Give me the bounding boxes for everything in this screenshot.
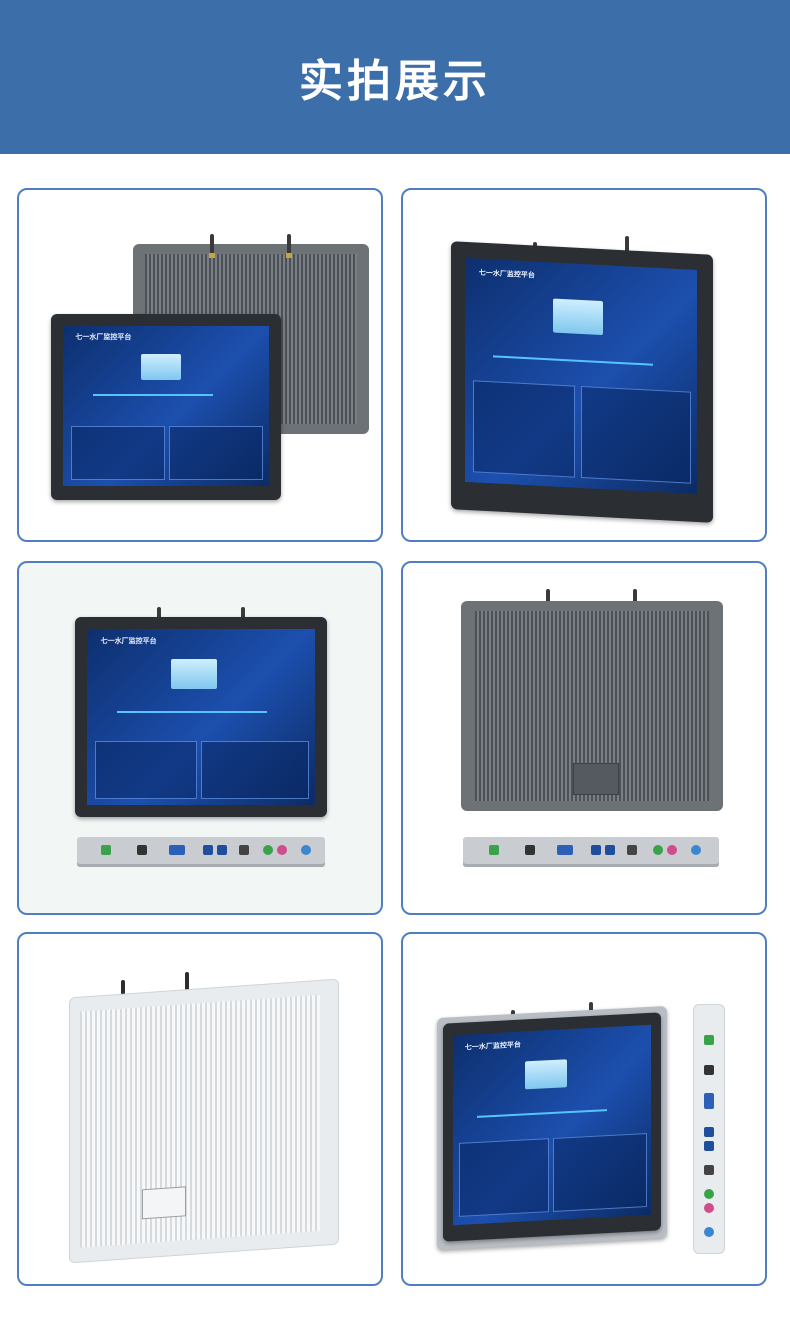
gallery-tile-3[interactable]: 七一水厂监控平台 [17, 561, 383, 915]
device-back-panel [461, 601, 723, 811]
water-tank [171, 659, 217, 689]
monitor-screen: 七一水厂监控平台 [63, 326, 269, 486]
panel-pc-front: 七一水厂监控平台 [75, 617, 327, 817]
ethernet-port-icon [239, 845, 249, 855]
water-tank [141, 354, 181, 380]
screen-title: 七一水厂监控平台 [75, 333, 132, 342]
vga-port-icon [169, 845, 185, 855]
water-tank [553, 298, 603, 336]
screen-title: 七一水厂监控平台 [100, 637, 157, 646]
vga-port-icon [557, 845, 573, 855]
panel-pc-front: 七一水厂监控平台 [451, 241, 713, 523]
gallery-tile-4[interactable] [401, 561, 767, 915]
antenna-icon [209, 234, 215, 258]
device-back-panel [69, 978, 339, 1264]
audio-port-icon [277, 845, 287, 855]
ethernet-port-icon [704, 1165, 714, 1175]
panel-pc-front: 七一水厂监控平台 [51, 314, 281, 500]
history-panel [473, 380, 575, 478]
pipe [477, 1109, 607, 1118]
alarm-panel [169, 426, 263, 480]
gallery-tile-2[interactable]: 七一水厂监控平台 [401, 188, 767, 542]
power-terminal-icon [704, 1035, 714, 1045]
power-button-icon [301, 845, 311, 855]
screen-title: 七一水厂监控平台 [478, 268, 535, 280]
pipe [493, 355, 653, 366]
screen-title: 七一水厂监控平台 [464, 1040, 521, 1052]
antenna-icon [286, 234, 292, 258]
water-tank [525, 1059, 567, 1090]
header-banner: 实拍展示 [0, 0, 790, 154]
usb-port-icon [605, 845, 615, 855]
monitor-screen: 七一水厂监控平台 [465, 257, 697, 495]
io-port-strip [77, 837, 325, 867]
monitor-screen: 七一水厂监控平台 [453, 1024, 651, 1226]
io-port-strip [463, 837, 719, 867]
gallery-tile-1[interactable]: 七一水厂监控平台 [17, 188, 383, 542]
audio-port-icon [263, 845, 273, 855]
monitor-screen: 七一水厂监控平台 [87, 629, 315, 805]
usb-port-icon [591, 845, 601, 855]
audio-port-icon [653, 845, 663, 855]
monitor-bezel: 七一水厂监控平台 [443, 1012, 661, 1242]
usb-port-icon [704, 1141, 714, 1151]
side-io-panel [693, 1004, 725, 1254]
alarm-panel [553, 1133, 647, 1212]
gallery-tile-6[interactable]: 七一水厂监控平台 [401, 932, 767, 1286]
gallery-tile-5[interactable] [17, 932, 383, 1286]
pipe [93, 394, 213, 396]
usb-port-icon [704, 1127, 714, 1137]
page-title: 实拍展示 [299, 56, 491, 107]
vga-port-icon [704, 1093, 714, 1109]
power-button-icon [691, 845, 701, 855]
usb-port-icon [203, 845, 213, 855]
power-terminal-icon [489, 845, 499, 855]
alarm-panel [201, 741, 309, 799]
hdmi-port-icon [525, 845, 535, 855]
audio-port-icon [704, 1189, 714, 1199]
spec-label [573, 763, 619, 795]
usb-port-icon [217, 845, 227, 855]
history-panel [71, 426, 165, 480]
hdmi-port-icon [137, 845, 147, 855]
hdmi-port-icon [704, 1065, 714, 1075]
ethernet-port-icon [627, 845, 637, 855]
history-panel [95, 741, 197, 799]
history-panel [459, 1138, 549, 1217]
power-terminal-icon [101, 845, 111, 855]
spec-label [142, 1186, 186, 1220]
pipe [117, 711, 267, 713]
audio-port-icon [667, 845, 677, 855]
power-button-icon [704, 1227, 714, 1237]
alarm-panel [581, 385, 691, 484]
audio-port-icon [704, 1203, 714, 1213]
panel-pc-front: 七一水厂监控平台 [437, 1005, 667, 1251]
heatsink-fins [80, 994, 320, 1248]
